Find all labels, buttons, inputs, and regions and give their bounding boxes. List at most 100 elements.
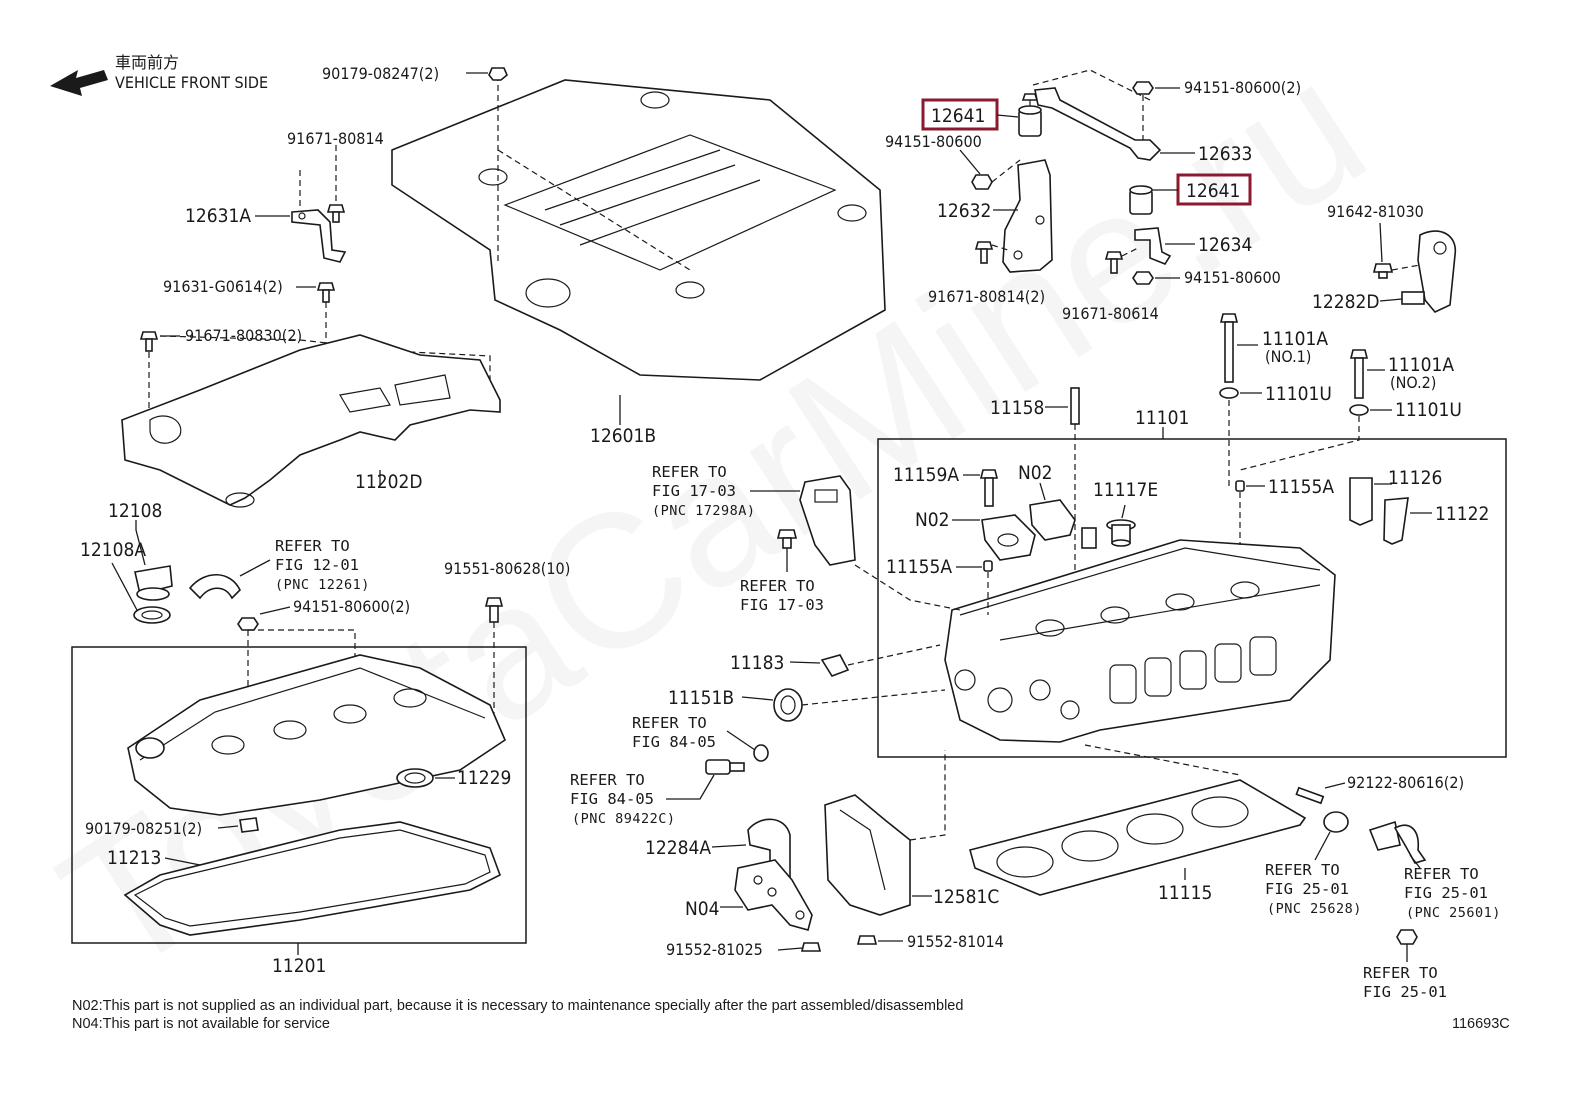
bolt-91671-80814-icon	[326, 204, 346, 223]
sensor-89422c-part[interactable]	[705, 759, 745, 775]
label-90179-08247[interactable]: 90179-08247(2)	[322, 64, 439, 83]
label-94151-80600-a[interactable]: 94151-80600	[885, 132, 982, 151]
ref-12-01-pnc: (PNC 12261)	[275, 577, 370, 593]
bolt-91552-81014-icon	[856, 935, 878, 945]
label-91631-g0614[interactable]: 91631-G0614(2)	[163, 277, 283, 296]
ref-25-01-c-line2[interactable]: FIG 25-01	[1363, 983, 1447, 1001]
bracket-12631a-part[interactable]	[291, 209, 347, 263]
label-91671-80814-2[interactable]: 91671-80814(2)	[928, 287, 1045, 306]
label-11183[interactable]: 11183	[730, 652, 784, 674]
label-11158[interactable]: 11158	[990, 397, 1044, 419]
hose-12261-part[interactable]	[188, 574, 241, 600]
ref-17-03-b-line1: REFER TO	[740, 577, 815, 595]
label-12641-upper[interactable]: 12641	[931, 105, 985, 127]
label-11122[interactable]: 11122	[1435, 503, 1489, 525]
ref-17-03-a-line2[interactable]: FIG 17-03	[652, 482, 736, 500]
label-92122-80616[interactable]: 92122-80616(2)	[1347, 773, 1464, 792]
label-11126[interactable]: 11126	[1388, 467, 1442, 489]
cap-n02-a-part[interactable]	[1029, 499, 1076, 541]
label-11151b[interactable]: 11151B	[668, 687, 734, 709]
label-11213[interactable]: 11213	[107, 847, 161, 869]
label-11101[interactable]: 11101	[1135, 407, 1189, 429]
label-n04[interactable]: N04	[685, 898, 720, 920]
ref-17-03-b-line2[interactable]: FIG 17-03	[740, 596, 824, 614]
ref-17-03-a-line1: REFER TO	[652, 463, 727, 481]
plug-11183-part[interactable]	[820, 654, 850, 677]
label-91671-80814[interactable]: 91671-80814	[287, 129, 384, 148]
label-91642-81030[interactable]: 91642-81030	[1327, 202, 1424, 221]
ref-25-01-a-line2[interactable]: FIG 25-01	[1265, 880, 1349, 898]
gasket-12108a-part[interactable]	[133, 606, 171, 624]
insulator-11202d-part[interactable]	[121, 334, 501, 508]
label-11101u-1[interactable]: 11101U	[1265, 383, 1332, 405]
pipe-25601-part[interactable]	[1368, 820, 1427, 864]
bracket-12632-part[interactable]	[1002, 159, 1053, 273]
rod-12633-part[interactable]	[1034, 87, 1162, 161]
label-11115[interactable]: 11115	[1158, 882, 1212, 904]
label-12631a[interactable]: 12631A	[185, 205, 251, 227]
oil-filler-cap-12108-part[interactable]	[134, 565, 173, 601]
label-11101a-no1[interactable]: 11101A	[1262, 328, 1328, 350]
guide-11126-part[interactable]	[1349, 477, 1373, 526]
mount-12641-upper-part[interactable]	[1018, 93, 1042, 137]
label-94151-80600-b[interactable]: 94151-80600	[1184, 268, 1281, 287]
timing-cover-12581c-part[interactable]	[824, 794, 911, 916]
mount-bracket-17298a-part[interactable]	[799, 475, 856, 566]
label-94151-80600-2b[interactable]: 94151-80600(2)	[293, 597, 410, 616]
label-12632[interactable]: 12632	[937, 200, 991, 222]
ref-12-01-line2[interactable]: FIG 12-01	[275, 556, 359, 574]
nut-25-01-icon	[1396, 929, 1418, 945]
label-12601b[interactable]: 12601B	[590, 425, 656, 447]
label-91551-80628[interactable]: 91551-80628(10)	[444, 559, 570, 578]
gasket-11229-part[interactable]	[396, 768, 434, 788]
gasket-11213-part[interactable]	[123, 821, 501, 936]
label-n02-a[interactable]: N02	[1018, 462, 1053, 484]
gasket-25628-part[interactable]	[1323, 811, 1349, 833]
label-n02-b[interactable]: N02	[915, 509, 950, 531]
label-90179-08251[interactable]: 90179-08251(2)	[85, 819, 202, 838]
nut-94151-80600-2b-icon	[237, 617, 259, 631]
label-11229[interactable]: 11229	[457, 767, 511, 789]
cylinder-head-11101-part[interactable]	[944, 539, 1336, 743]
bracket-n04-part[interactable]	[734, 859, 813, 931]
label-11155a-1[interactable]: 11155A	[1268, 476, 1334, 498]
label-12634[interactable]: 12634	[1198, 234, 1252, 256]
bracket-12634-part[interactable]	[1134, 227, 1172, 265]
ref-12-01-line1: REFER TO	[275, 537, 350, 555]
label-12284a[interactable]: 12284A	[645, 837, 711, 859]
label-11155a-2[interactable]: 11155A	[886, 556, 952, 578]
label-91671-80830[interactable]: 91671-80830(2)	[185, 326, 302, 345]
seal-11151b-part[interactable]	[773, 688, 803, 722]
head-gasket-11115-part[interactable]	[969, 779, 1307, 896]
engine-cover-part[interactable]	[391, 79, 886, 381]
ref-25-01-b-line2[interactable]: FIG 25-01	[1404, 884, 1488, 902]
sensor-small-part[interactable]	[1081, 527, 1097, 549]
label-11201[interactable]: 11201	[272, 955, 326, 977]
label-94151-80600-2[interactable]: 94151-80600(2)	[1184, 78, 1301, 97]
label-11117e[interactable]: 11117E	[1093, 479, 1158, 501]
label-12581c[interactable]: 12581C	[933, 886, 999, 908]
label-11101u-2[interactable]: 11101U	[1395, 399, 1462, 421]
plug-11117e-part[interactable]	[1106, 519, 1136, 547]
bracket-12282d-part[interactable]	[1401, 230, 1456, 313]
label-12108[interactable]: 12108	[108, 500, 162, 522]
label-91671-80614[interactable]: 91671-80614	[1062, 304, 1159, 323]
guide-11122-part[interactable]	[1383, 497, 1409, 545]
label-12282d[interactable]: 12282D	[1312, 291, 1380, 313]
label-12633[interactable]: 12633	[1198, 143, 1252, 165]
bolt-11101a-no1-icon	[1219, 313, 1239, 383]
label-11159a[interactable]: 11159A	[893, 464, 959, 486]
label-12641-lower[interactable]: 12641	[1186, 180, 1240, 202]
label-91552-81014[interactable]: 91552-81014	[907, 932, 1004, 951]
label-11202d[interactable]: 11202D	[355, 471, 423, 493]
mount-12641-lower-part[interactable]	[1129, 185, 1153, 215]
label-12108a[interactable]: 12108A	[80, 539, 146, 561]
label-no2: (NO.2)	[1390, 373, 1436, 392]
label-11101a-no2[interactable]: 11101A	[1388, 354, 1454, 376]
cap-n02-b-part[interactable]	[981, 514, 1036, 561]
pin-11155a-2-icon	[983, 560, 993, 572]
ref-84-05-b-line2[interactable]: FIG 84-05	[570, 790, 654, 808]
ref-84-05-a-line2[interactable]: FIG 84-05	[632, 733, 716, 751]
label-91552-81025[interactable]: 91552-81025	[666, 940, 763, 959]
